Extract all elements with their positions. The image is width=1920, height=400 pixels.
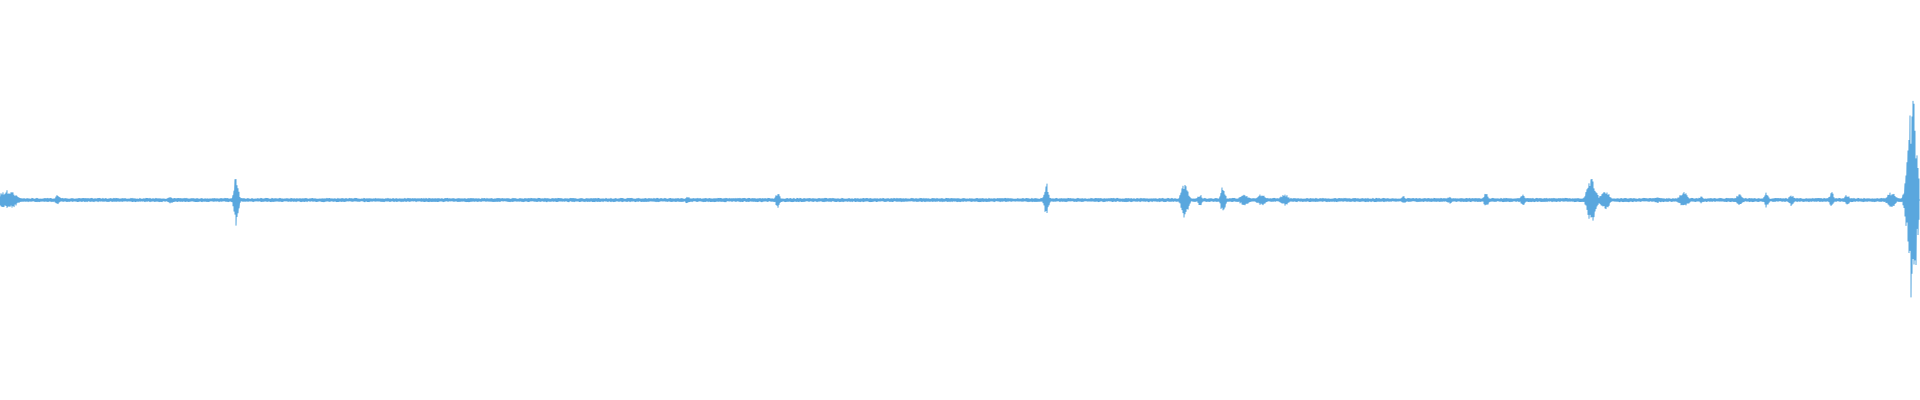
waveform-trace bbox=[0, 100, 1920, 298]
